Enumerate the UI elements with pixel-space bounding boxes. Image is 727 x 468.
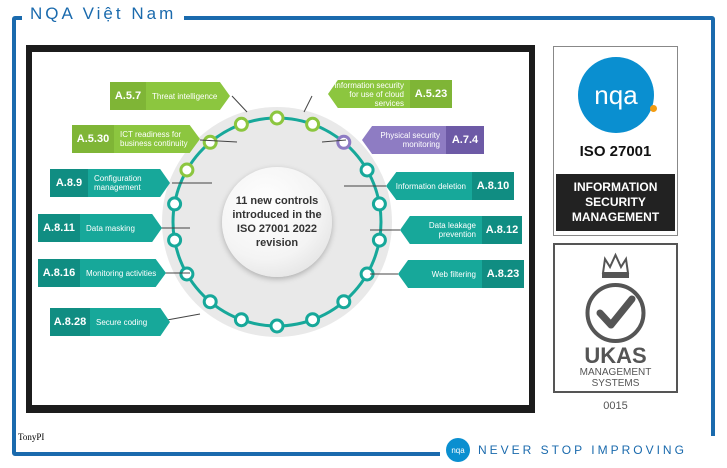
control-label: Secure coding [90,308,170,336]
control-a-5-7: A.5.7 Threat intelligence [110,82,230,110]
ukas-number: 0015 [603,400,628,412]
iso-certification-mark: nqa ISO 27001 INFORMATION SECURITY MANAG… [553,46,678,236]
control-code: A.5.23 [410,80,452,108]
photo-credit: TonyPI [18,432,45,442]
ring-node [167,232,183,248]
ring-node [371,232,387,248]
crown-icon [601,252,630,278]
brand-title: NQA Việt Nam [22,4,185,24]
nqa-footer-logo: nqa [446,438,470,462]
control-label: Information security for use of cloud se… [328,80,410,108]
center-line-3: ISO 27001 2022 [236,223,318,235]
control-code: A.5.7 [110,82,146,110]
scheme-line-2: SECURITY [585,195,646,209]
nqa-logo: nqa [578,57,654,133]
control-code: A.8.23 [482,260,524,288]
control-a-7-4: Physical security monitoring A.7.4 [362,126,484,154]
scheme-name: INFORMATION SECURITY MANAGEMENT [556,174,675,231]
connectors [155,95,400,323]
ring-node [179,266,195,282]
ukas-ring [585,283,646,343]
connector-line [231,95,248,113]
ring-node [233,312,249,328]
ring-node [336,294,352,310]
ring-node [359,162,375,178]
connector-line [303,95,313,113]
ukas-name: UKAS [584,343,646,368]
ring-nodes [167,110,387,334]
ring-node [167,196,183,212]
control-code: A.7.4 [446,126,484,154]
control-a-8-12: Data leakage prevention A.8.12 [400,216,522,244]
ukas-sub-2: SYSTEMS [592,378,640,389]
control-label: Physical security monitoring [362,126,446,154]
footer-slogan: NEVER STOP IMPROVING [478,443,687,457]
page-frame [12,16,715,456]
ring-node [233,116,249,132]
control-code: A.8.11 [38,214,80,242]
ukas-emblem: UKAS MANAGEMENT SYSTEMS [580,252,652,389]
control-a-5-30: A.5.30 ICT readiness for business contin… [72,125,200,153]
center-line-2: introduced in the [232,209,322,221]
control-label: ICT readiness for business continuity [114,125,200,153]
center-line-4: revision [255,237,299,249]
control-label: Configuration management [88,169,170,197]
control-code: A.8.9 [50,169,88,197]
control-code: A.8.12 [482,216,522,244]
connector-line [321,139,347,143]
control-code: A.5.30 [72,125,114,153]
ring-node [305,312,321,328]
control-label: Monitoring activities [80,259,166,287]
infographic: 11 new controls introduced in the ISO 27… [32,52,529,405]
control-label: Threat intelligence [146,82,230,110]
iso-standard: ISO 27001 [579,143,652,160]
connector-line [199,139,238,143]
ukas-mark: UKAS MANAGEMENT SYSTEMS [553,243,678,393]
control-a-8-10: Information deletion A.8.10 [386,172,514,200]
control-code: A.8.28 [50,308,90,336]
control-code: A.8.10 [472,172,514,200]
ring-node [371,196,387,212]
ring-node [269,318,285,334]
control-a-8-9: A.8.9 Configuration management [50,169,170,197]
control-a-8-16: A.8.16 Monitoring activities [38,259,166,287]
check-icon [596,295,636,329]
control-a-5-23: Information security for use of cloud se… [328,80,452,108]
control-label: Web filtering [398,260,482,288]
control-label: Information deletion [386,172,472,200]
center-line-1: 11 new controls [235,195,319,207]
ukas-sub-1: MANAGEMENT [580,367,652,378]
ring-node [336,134,352,150]
ring-node [202,134,218,150]
control-label: Data masking [80,214,162,242]
ring-node [202,294,218,310]
nqa-logo-dot [650,105,657,112]
control-a-8-11: A.8.11 Data masking [38,214,162,242]
control-a-8-23: Web filtering A.8.23 [398,260,524,288]
control-a-8-28: A.8.28 Secure coding [50,308,170,336]
scheme-line-3: MANAGEMENT [571,210,660,224]
control-label: Data leakage prevention [400,216,482,244]
ring-node [305,116,321,132]
ring-node [179,162,195,178]
control-code: A.8.16 [38,259,80,287]
footer-slogan-bar: nqa NEVER STOP IMPROVING [440,436,720,464]
ring-node [269,110,285,126]
scheme-line-1: INFORMATION [573,180,658,194]
center-caption: 11 new controls introduced in the ISO 27… [222,167,332,277]
